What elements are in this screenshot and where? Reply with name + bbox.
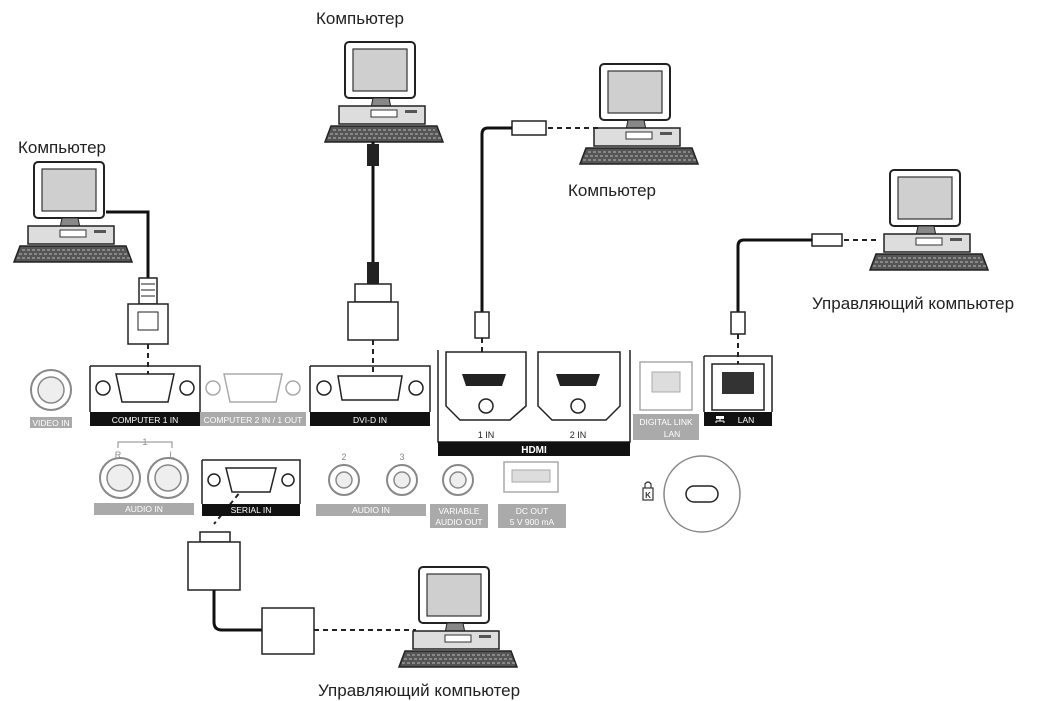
dvi-in-label: DVI-D IN: [353, 415, 387, 425]
audio-in-23-label: AUDIO IN: [352, 505, 390, 515]
computer2-label: COMPUTER 2 IN / 1 OUT: [204, 415, 303, 425]
audio-r-label: R: [115, 450, 122, 460]
dc-out-rating: 5 V 900 mA: [510, 517, 555, 527]
kensington-lock-icon: K: [642, 481, 654, 501]
digital-link-lan-label: LAN: [664, 429, 681, 439]
audio-in-1-port: 1 R L AUDIO IN: [94, 437, 194, 515]
hdmi-port-group: 1 IN 2 IN HDMI: [437, 350, 631, 456]
hdmi-cable: [474, 120, 598, 372]
computer-icon: [398, 566, 518, 668]
security-slot: K: [642, 455, 741, 533]
dc-out-label: DC OUT: [516, 506, 549, 516]
dvi-cable: [347, 142, 399, 378]
svg-text:K: K: [645, 491, 651, 500]
pc-left-caption: Компьютер: [18, 138, 106, 157]
hdmi1-label: 1 IN: [478, 430, 495, 440]
pc-top-caption: Компьютер: [316, 9, 404, 28]
serial-in-label: SERIAL IN: [231, 505, 272, 515]
audio-out-label: AUDIO OUT: [435, 517, 482, 527]
audio-in-1-label: AUDIO IN: [125, 504, 163, 514]
variable-label: VARIABLE: [439, 506, 480, 516]
pc-lan-caption: Управляющий компьютер: [812, 294, 1014, 313]
lan-label: LAN: [738, 415, 755, 425]
computer1-in-port: COMPUTER 1 IN: [89, 365, 201, 426]
variable-audio-out-port: VARIABLE AUDIO OUT: [430, 464, 488, 528]
vga-cable: [106, 210, 169, 380]
computer-icon: [324, 41, 444, 143]
video-in-label: VIDEO IN: [32, 418, 69, 428]
video-in-port: VIDEO IN: [30, 369, 72, 428]
audio-1-num: 1: [142, 437, 147, 447]
pc-hdmi-caption: Компьютер: [568, 181, 656, 200]
dc-out-port: DC OUT 5 V 900 mA: [498, 461, 566, 528]
computer1-in-label: COMPUTER 1 IN: [112, 415, 179, 425]
audio-in-23-port: 2 3 AUDIO IN: [316, 452, 426, 516]
hdmi-logo: HDMI: [521, 445, 547, 456]
serial-in-port: SERIAL IN: [201, 459, 301, 516]
digital-link-label: DIGITAL LINK: [639, 417, 693, 427]
computer-icon: [579, 63, 699, 165]
computer-icon: [869, 169, 989, 271]
hdmi2-label: 2 IN: [570, 430, 587, 440]
lan-port: LAN: [703, 355, 773, 426]
digital-link-port: DIGITAL LINK LAN: [633, 361, 699, 440]
dvi-in-port: DVI-D IN: [309, 365, 431, 426]
audio-2-num: 2: [341, 452, 346, 462]
pc-serial-caption: Управляющий компьютер: [318, 681, 520, 700]
network-icon: [715, 416, 725, 423]
lan-cable: [730, 233, 876, 372]
audio-3-num: 3: [399, 452, 404, 462]
computer2-port: COMPUTER 2 IN / 1 OUT: [200, 373, 306, 426]
audio-l-label: L: [169, 450, 174, 460]
